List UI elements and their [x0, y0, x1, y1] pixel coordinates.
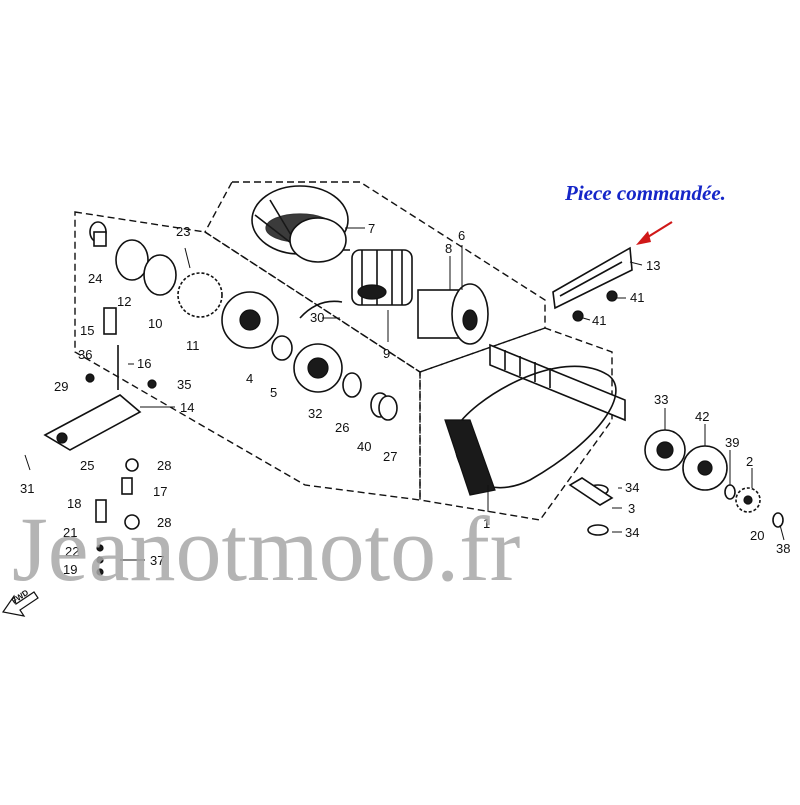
- callout-38: 38: [776, 541, 790, 556]
- callout-26: 26: [335, 420, 349, 435]
- bolt-part-41b: [572, 310, 584, 322]
- callout-12: 12: [117, 294, 131, 309]
- callout-5: 5: [270, 385, 277, 400]
- callout-30: 30: [310, 310, 324, 325]
- callout-37: 37: [150, 553, 164, 568]
- callout-25: 25: [80, 458, 94, 473]
- callout-3: 3: [628, 501, 635, 516]
- ordered-part-note: Piece commandée.: [564, 181, 726, 205]
- arc-part-30: [299, 300, 343, 319]
- note-arrow: [636, 221, 673, 245]
- callout-19: 19: [63, 562, 77, 577]
- callout-8: 8: [445, 241, 452, 256]
- small-parts-lower-left: [24, 373, 157, 576]
- pivot-part-3: [568, 477, 614, 506]
- callout-41a: 41: [630, 290, 644, 305]
- callout-17: 17: [153, 484, 167, 499]
- callout-34a: 34: [625, 480, 639, 495]
- callout-10: 10: [148, 316, 162, 331]
- group-box-chain: [419, 327, 613, 521]
- cylinder-part-8: [417, 283, 489, 345]
- callout-33: 33: [654, 392, 668, 407]
- callout-9: 9: [383, 346, 390, 361]
- pin-part-15: [103, 307, 117, 335]
- callout-24: 24: [88, 271, 102, 286]
- callout-39: 39: [725, 435, 739, 450]
- leader-lines: [120, 227, 785, 561]
- callout-22: 22: [65, 544, 79, 559]
- bolt-part-41: [606, 290, 618, 302]
- gear-part-11: [177, 272, 223, 318]
- callout-29: 29: [54, 379, 68, 394]
- callout-32: 32: [308, 406, 322, 421]
- callout-20: 20: [750, 528, 764, 543]
- callout-13: 13: [646, 258, 660, 273]
- drum-part-7: [251, 185, 350, 263]
- lever-part-14: [43, 307, 142, 451]
- callout-41b: 41: [592, 313, 606, 328]
- callout-labels: 1 2 3 4 5 6 7 8 9 10 11 12 13 14 15 16 1…: [20, 221, 790, 577]
- callout-28a: 28: [157, 458, 171, 473]
- callout-18: 18: [67, 496, 81, 511]
- callout-35: 35: [177, 377, 191, 392]
- callout-2: 2: [746, 454, 753, 469]
- group-box-left: [74, 211, 421, 501]
- callout-34b: 34: [625, 525, 639, 540]
- callout-23: 23: [176, 224, 190, 239]
- callout-6: 6: [458, 228, 465, 243]
- callout-42: 42: [695, 409, 709, 424]
- callout-28b: 28: [157, 515, 171, 530]
- callout-27: 27: [383, 449, 397, 464]
- watermark-text: Jeanotmoto.fr: [12, 498, 520, 600]
- shaft-part-6: [489, 343, 626, 422]
- callout-31: 31: [20, 481, 34, 496]
- callout-16: 16: [137, 356, 151, 371]
- callout-1: 1: [483, 516, 490, 531]
- roller-part-9: [351, 249, 413, 306]
- bolt-part-24: [89, 221, 107, 247]
- callout-40: 40: [357, 439, 371, 454]
- callout-7: 7: [368, 221, 375, 236]
- callout-4: 4: [246, 371, 253, 386]
- callout-11: 11: [186, 338, 200, 353]
- callout-15: 15: [80, 323, 94, 338]
- callout-36: 36: [78, 347, 92, 362]
- callout-14: 14: [180, 400, 194, 415]
- chain-part-1: [444, 365, 617, 496]
- bracket-part-13: [552, 246, 633, 310]
- callout-21: 21: [63, 525, 77, 540]
